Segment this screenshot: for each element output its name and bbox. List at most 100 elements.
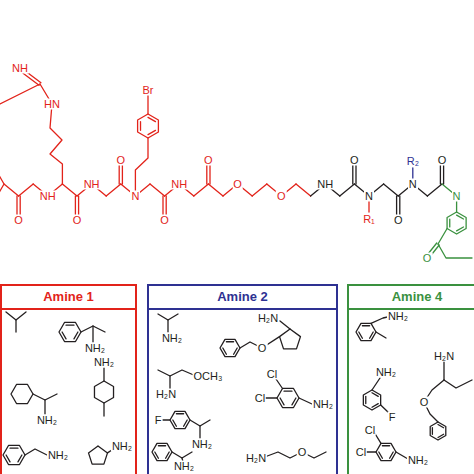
atom-label: NH bbox=[39, 191, 57, 202]
bond bbox=[284, 390, 292, 391]
bond bbox=[16, 196, 17, 215]
bond bbox=[158, 370, 196, 376]
atom-label: Cl bbox=[254, 393, 266, 404]
atom-label: Cl bbox=[355, 447, 367, 458]
atom-label: NH₂ bbox=[191, 439, 213, 450]
atom-label: N bbox=[364, 191, 374, 202]
bond bbox=[362, 325, 369, 326]
atom-label: O bbox=[116, 155, 127, 166]
bond bbox=[226, 341, 233, 342]
atom-label: NH₂ bbox=[312, 399, 334, 410]
atom-label: O bbox=[437, 155, 448, 166]
atom-label: H₂N bbox=[257, 313, 279, 324]
bond bbox=[148, 130, 155, 134]
atom-label: R₂ bbox=[406, 156, 420, 167]
bond bbox=[390, 452, 394, 458]
atom-label: Cl bbox=[266, 369, 278, 380]
bond bbox=[166, 452, 170, 458]
bond bbox=[170, 411, 190, 428]
amine-box: Amine 4 bbox=[347, 284, 474, 474]
bond bbox=[190, 420, 210, 426]
bond bbox=[194, 184, 209, 196]
bond bbox=[176, 413, 183, 414]
bond bbox=[66, 324, 74, 325]
atom-label: NH₂ bbox=[375, 367, 397, 378]
bond bbox=[376, 443, 396, 460]
bond bbox=[447, 212, 466, 234]
bond bbox=[0, 84, 40, 104]
atom-label: NH₂ bbox=[173, 461, 195, 472]
bond bbox=[438, 434, 444, 437]
bond bbox=[372, 404, 378, 408]
bond bbox=[184, 420, 188, 426]
bond bbox=[148, 117, 155, 121]
bond bbox=[166, 196, 167, 215]
bond bbox=[280, 321, 290, 329]
bond bbox=[399, 196, 400, 215]
atom-label: F bbox=[154, 415, 163, 426]
bond bbox=[220, 339, 240, 356]
bond bbox=[440, 165, 441, 184]
bond bbox=[23, 73, 39, 85]
atom-label: O bbox=[159, 215, 170, 226]
atom-label: N bbox=[408, 179, 418, 190]
atom-label: NH₂ bbox=[407, 455, 429, 466]
bond bbox=[162, 196, 163, 215]
bond bbox=[88, 446, 107, 464]
atom-label: O bbox=[422, 253, 433, 264]
bond bbox=[20, 196, 21, 215]
bond bbox=[457, 215, 464, 219]
bond bbox=[150, 184, 165, 196]
atom-label: NH₂ bbox=[84, 343, 106, 354]
bond bbox=[444, 380, 472, 388]
bond bbox=[167, 320, 168, 332]
atom-label: NH₂ bbox=[36, 415, 58, 426]
atom-label: NH bbox=[170, 179, 188, 190]
bond bbox=[3, 445, 25, 464]
bond bbox=[92, 326, 93, 342]
bond bbox=[138, 114, 159, 138]
bond bbox=[135, 138, 148, 196]
bond bbox=[443, 362, 444, 380]
bond bbox=[340, 184, 355, 196]
bond bbox=[262, 452, 326, 458]
bond bbox=[4, 184, 19, 196]
bond bbox=[359, 332, 363, 338]
atom-label: O bbox=[297, 447, 308, 458]
atom-label: O bbox=[232, 179, 243, 190]
bond bbox=[75, 196, 76, 215]
bond bbox=[11, 384, 33, 403]
bond bbox=[252, 184, 267, 196]
bond bbox=[208, 184, 223, 196]
box-heading: Amine 4 bbox=[349, 286, 474, 310]
atom-label: HN bbox=[43, 99, 61, 110]
box-heading: Amine 2 bbox=[149, 286, 336, 310]
bond bbox=[10, 447, 18, 448]
atom-label: NH₂ bbox=[161, 333, 183, 344]
bond bbox=[6, 455, 10, 462]
atom-label: NH bbox=[316, 179, 334, 190]
atom-label: O bbox=[419, 397, 430, 408]
bond bbox=[449, 219, 450, 227]
atom-label: H₂N bbox=[155, 389, 177, 400]
bond bbox=[158, 314, 178, 320]
bond bbox=[62, 184, 77, 196]
bond bbox=[438, 229, 447, 245]
bond bbox=[25, 449, 47, 455]
bond bbox=[206, 165, 207, 184]
atom-label: NH₂ bbox=[93, 357, 115, 368]
atom-label: O bbox=[393, 215, 404, 226]
bond bbox=[173, 420, 177, 426]
bond bbox=[234, 348, 238, 354]
atom-label: H₂N bbox=[245, 453, 267, 464]
atom-label: H₂N bbox=[433, 351, 455, 362]
bond bbox=[103, 368, 104, 381]
amine-box: Amine 2 bbox=[147, 284, 338, 474]
bond bbox=[382, 445, 389, 446]
bond bbox=[438, 244, 472, 258]
atom-label: Cl bbox=[364, 425, 376, 436]
bond bbox=[443, 165, 444, 184]
bond bbox=[372, 378, 380, 390]
atom-label: N bbox=[130, 191, 140, 202]
bond bbox=[33, 394, 57, 400]
